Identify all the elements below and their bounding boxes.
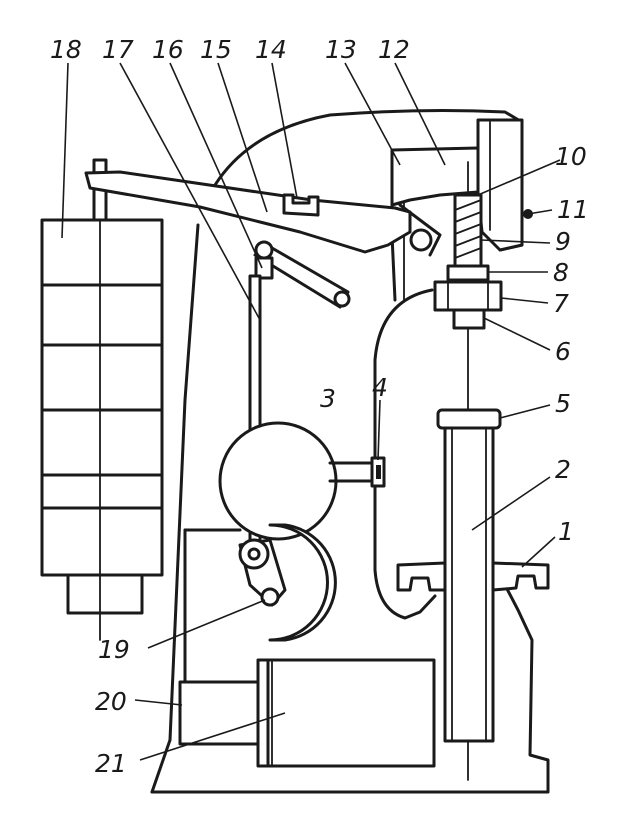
label-1: 1: [558, 517, 574, 546]
indenter-holder: [433, 280, 503, 330]
label-3: 3: [320, 384, 336, 413]
spindle: [446, 161, 490, 781]
label-19: 19: [98, 635, 130, 664]
crank: [238, 523, 337, 642]
label-16: 16: [152, 35, 184, 64]
label-2: 2: [555, 455, 571, 484]
main-lever: [84, 170, 442, 257]
label-17: 17: [102, 35, 134, 64]
label-10: 10: [555, 142, 587, 171]
rider-weight: [282, 193, 320, 217]
label-5: 5: [555, 389, 571, 418]
label-14: 14: [255, 35, 287, 64]
lever-linkage: [248, 240, 351, 556]
anvil-column: [436, 408, 502, 743]
drive-motor: [178, 658, 436, 768]
label-4: 4: [372, 373, 388, 402]
leader-lines: [61, 62, 561, 761]
label-8: 8: [553, 258, 569, 287]
label-7: 7: [553, 289, 569, 318]
base: [150, 583, 550, 794]
label-12: 12: [378, 35, 410, 64]
handwheel: [396, 561, 550, 592]
label-9: 9: [555, 227, 571, 256]
label-20: 20: [95, 687, 127, 716]
label-21: 21: [95, 749, 127, 778]
cam-disc: [218, 421, 386, 541]
label-18: 18: [50, 35, 82, 64]
label-11: 11: [557, 195, 589, 224]
part-labels: 18 17 16 15 14 13 12 10 11 9 8 7 6 5 4 3…: [50, 35, 589, 778]
weight-stack: [40, 158, 164, 641]
label-6: 6: [555, 337, 571, 366]
label-15: 15: [200, 35, 232, 64]
label-13: 13: [325, 35, 357, 64]
